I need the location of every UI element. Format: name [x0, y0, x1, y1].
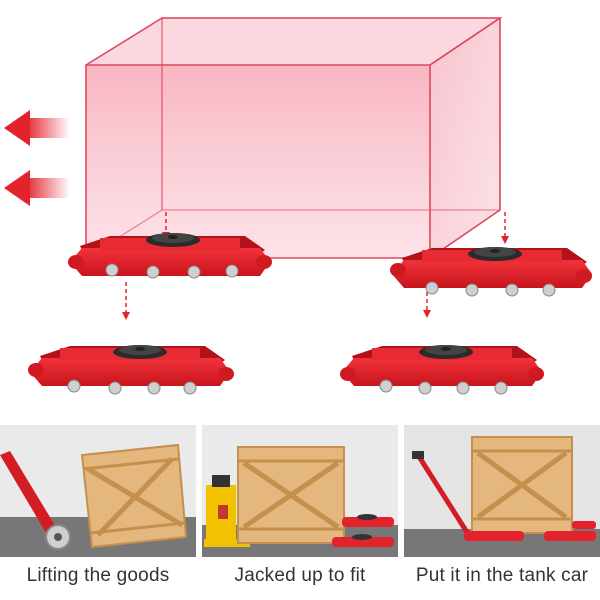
photo-jacked-up [202, 425, 398, 557]
machine-dolly [340, 345, 544, 395]
caption-jacked-up: Jacked up to fit [234, 565, 366, 586]
transparent-load-box [85, 17, 503, 259]
left-arrow-icon [4, 170, 70, 206]
photo-lifting-goods [0, 425, 196, 557]
hydraulic-jack [204, 475, 250, 547]
left-arrow-icon [4, 110, 70, 146]
wooden-crate [80, 443, 188, 549]
machine-dolly [390, 247, 592, 297]
handle-bar [415, 453, 473, 539]
wooden-crate [237, 446, 345, 544]
caption-tank-car: Put it in the tank car [415, 565, 589, 586]
caption-lifting-goods: Lifting the goods [26, 565, 170, 586]
lever-bar [0, 451, 62, 543]
photo-tank-car [404, 425, 600, 557]
machine-dolly [28, 345, 234, 395]
machine-dolly [68, 233, 272, 279]
wooden-crate [471, 436, 573, 534]
hero-illustration [4, 17, 592, 395]
